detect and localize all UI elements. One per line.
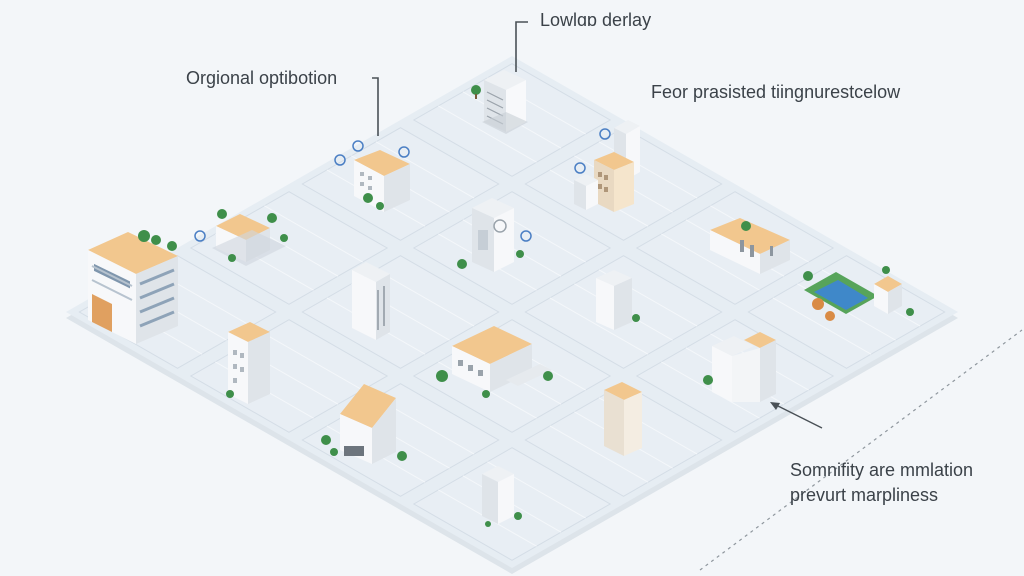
info-icon <box>520 230 532 242</box>
tile-stripe <box>375 269 475 327</box>
tree <box>632 314 640 322</box>
building-tower-bottom-right <box>604 382 642 456</box>
info-icon <box>194 230 206 242</box>
leader-line-bottom <box>773 403 823 429</box>
label-left: Orgional optibotion <box>186 68 338 88</box>
label-bottom-line2: prevurt marpliness <box>790 485 939 505</box>
tile-stripe <box>549 297 649 355</box>
label-bottom-line1: Somnifity are mmlation <box>790 460 974 480</box>
tile-stripe <box>264 205 363 263</box>
tree <box>741 221 751 231</box>
tile-stripe <box>549 425 649 483</box>
building-right-lower <box>712 332 776 402</box>
tile-stripe <box>661 361 760 419</box>
tile-stripe <box>375 141 475 199</box>
tree <box>471 85 481 99</box>
tree <box>485 512 522 527</box>
building-office-left-top <box>354 150 410 212</box>
building-small-center-right <box>596 270 632 330</box>
park-with-pond <box>804 272 902 321</box>
building-tower-top <box>482 70 528 134</box>
building-tower-center <box>472 198 514 272</box>
info-icon <box>398 146 410 158</box>
building-tower-bottom <box>482 466 514 524</box>
building-house-lower-left <box>340 384 396 464</box>
label-bottom: Somnifity are mmlation prevurt marplines… <box>790 458 973 508</box>
tree <box>217 209 288 262</box>
tile-stripe <box>438 105 537 163</box>
tree <box>138 230 177 251</box>
label-right: Feor prasisted tiingnurestcelow <box>651 82 901 102</box>
building-lowrise-center <box>452 326 552 392</box>
tile-stripe <box>772 297 872 355</box>
leader-line-top <box>515 21 528 72</box>
tree <box>363 193 384 210</box>
tree <box>436 370 553 398</box>
building-office-large-left <box>88 232 178 344</box>
tile-stripe <box>264 333 363 391</box>
info-icon <box>352 140 364 152</box>
info-icon <box>574 162 586 174</box>
leader-line-left <box>372 77 379 136</box>
tile-stripe <box>661 233 760 291</box>
tree <box>803 266 914 316</box>
arrowhead <box>770 402 780 410</box>
label-top: Lowlɑɒ derlay <box>540 10 652 30</box>
platform-top <box>66 56 958 568</box>
tree <box>703 375 713 385</box>
building-tall-center-left <box>352 262 390 340</box>
tree <box>321 435 407 461</box>
tree <box>457 250 524 269</box>
building-cluster-right-top <box>574 120 640 212</box>
info-icon <box>334 154 346 166</box>
tree <box>226 390 234 398</box>
info-icon <box>599 128 611 140</box>
building-tall-left-lower <box>228 322 270 404</box>
building-lowrise-right <box>710 218 790 274</box>
